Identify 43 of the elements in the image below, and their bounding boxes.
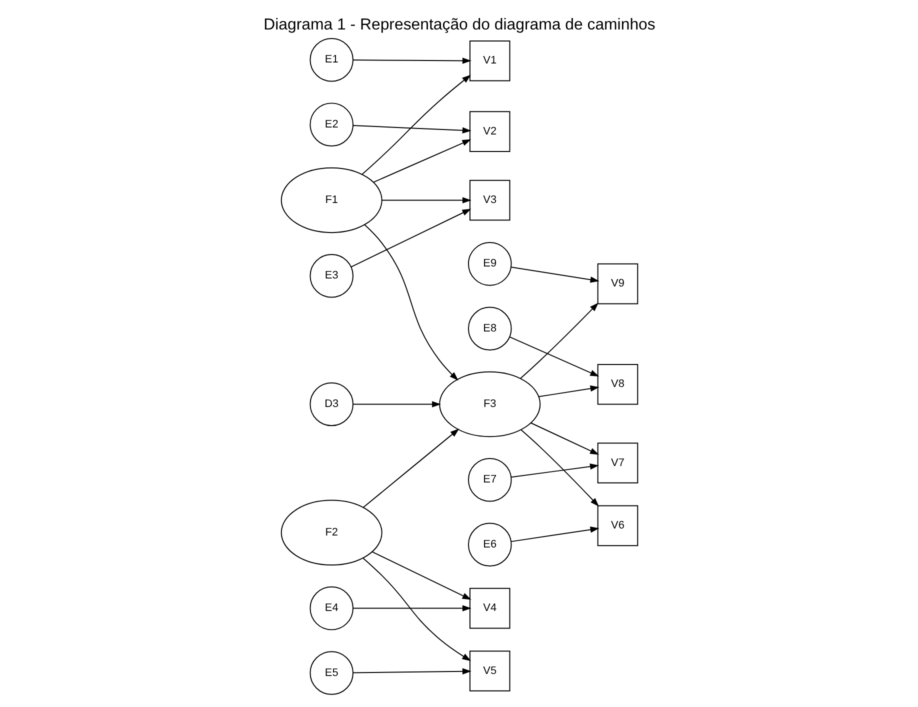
node-ellipse: F1: [280, 167, 382, 234]
arrow: [530, 422, 599, 455]
node-circle: E1: [309, 38, 353, 82]
arrow: [362, 428, 459, 508]
node-circle: E2: [309, 102, 353, 146]
arrow: [520, 429, 599, 507]
arrow: [350, 208, 471, 268]
arrow: [520, 302, 598, 379]
arrow: [372, 139, 471, 183]
arrow: [538, 385, 599, 398]
node-circle: D3: [309, 382, 353, 426]
arrow: [352, 605, 471, 612]
arrow: [361, 74, 470, 175]
node-box: V6: [596, 505, 638, 546]
node-box: V5: [468, 650, 510, 692]
arrow: [508, 336, 599, 377]
arrow: [352, 668, 471, 674]
node-box: V9: [596, 263, 638, 304]
node-box: V7: [596, 442, 638, 484]
arrow: [362, 558, 471, 662]
node-circle: E8: [467, 306, 512, 351]
arrow: [352, 125, 471, 134]
diagram-title: Diagrama 1 - Representação do diagrama de caminhos: [263, 16, 655, 34]
arrow: [381, 197, 471, 204]
node-box: V8: [596, 364, 638, 405]
node-box: V2: [468, 111, 510, 152]
node-circle: E7: [467, 458, 512, 502]
arrow: [371, 551, 471, 600]
arrow: [510, 266, 599, 283]
arrow: [352, 401, 441, 408]
node-circle: E6: [467, 522, 512, 566]
node-box: V3: [468, 180, 510, 221]
node-ellipse: F2: [280, 500, 382, 566]
arrow: [352, 58, 471, 64]
node-box: V1: [468, 40, 510, 82]
node-circle: E3: [309, 254, 353, 298]
node-circle: E4: [309, 586, 353, 630]
arrow: [510, 526, 599, 542]
node-circle: E9: [467, 242, 512, 286]
node-box: V4: [468, 588, 510, 629]
node-circle: E5: [309, 651, 353, 695]
arrow: [510, 463, 598, 478]
arrow: [364, 224, 458, 381]
